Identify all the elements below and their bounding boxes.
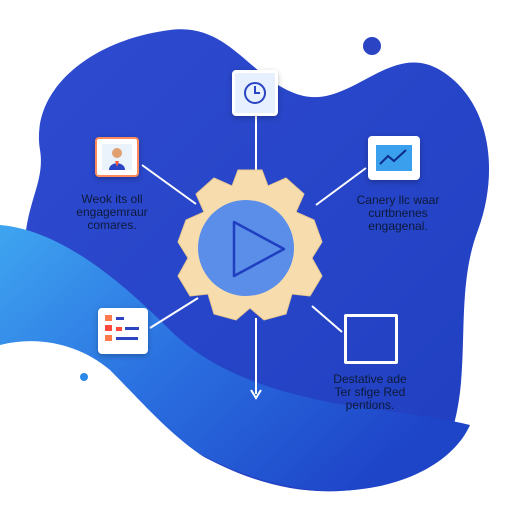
connector-top-left [141,164,197,205]
clock-icon [244,82,266,104]
checklist-icon [105,315,139,341]
play-icon [232,220,286,278]
caption-left: Weok its oll engagemraur comares. [52,193,172,232]
caption-bottom-line3: pentions. [345,398,395,412]
white-wave [0,341,512,512]
caption-bottom-line2: Ter sfige Red [334,385,406,399]
profile-card [95,137,139,177]
center-circle [198,200,294,296]
trend-chart-icon [376,145,412,171]
caption-bottom-line1: Destative ade [333,372,407,386]
chart-card [368,136,420,180]
caption-right: Canery llc waar curtbnenes engagenal. [338,194,458,233]
connector-top-right [315,167,367,206]
caption-bottom: Destative ade Ter sfige Red pentions. [310,373,430,412]
wave-shape [0,225,470,491]
connector-bottom-left [149,297,199,329]
caption-left-line1: Weok its oll [81,192,143,206]
connector-bottom-right [311,305,343,333]
decor-dot-left [80,373,88,381]
caption-right-line1: Canery llc waar [356,193,440,207]
caption-right-line2: curtbnenes [368,206,428,220]
caption-left-line2: engagemraur [76,205,148,219]
square-icon [344,314,398,364]
caption-right-line3: engagenal. [368,219,428,233]
decor-dot-top [363,37,381,55]
arrow-down-icon [250,389,262,400]
caption-left-line3: comares. [87,218,137,232]
checklist-card [98,308,148,354]
clock-card [232,70,278,116]
profile-icon [102,144,132,170]
